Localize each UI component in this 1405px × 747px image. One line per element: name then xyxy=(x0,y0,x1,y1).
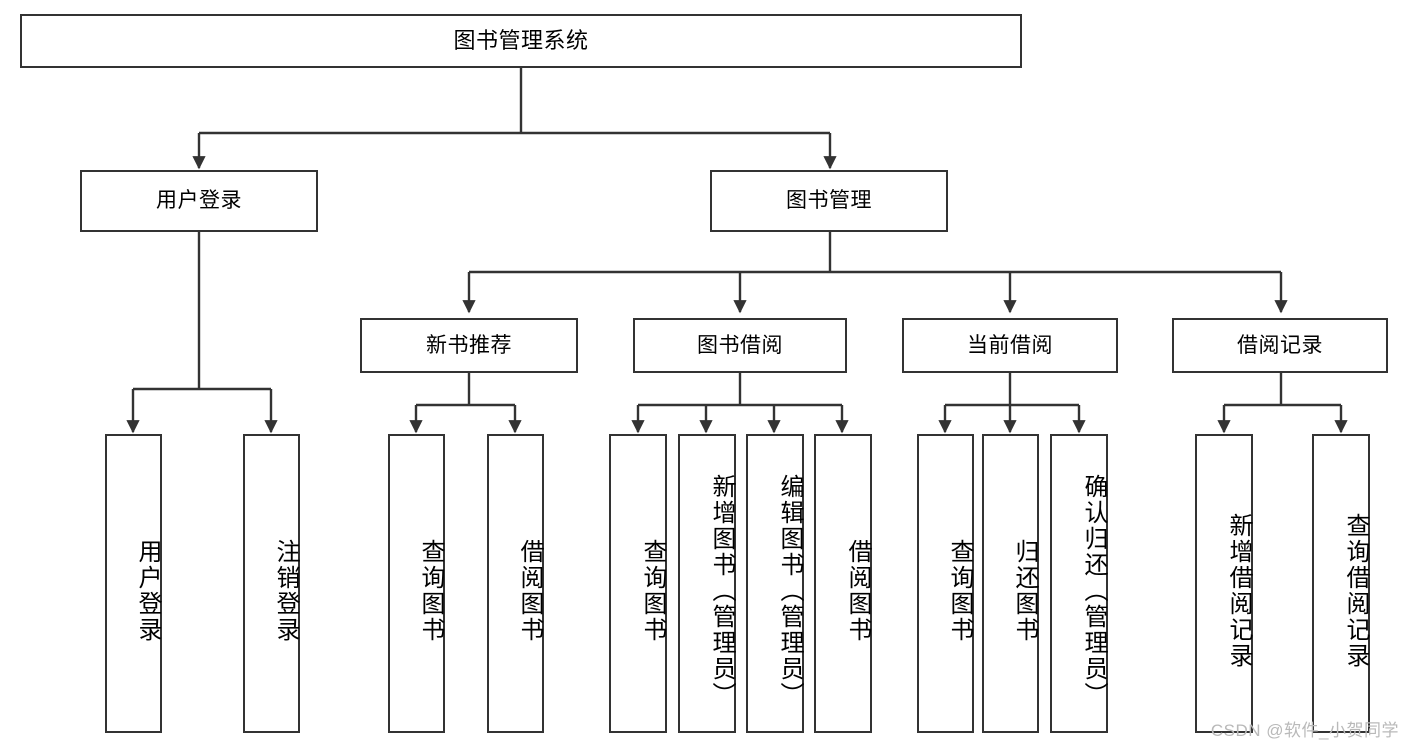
node-label: 编辑图书（管理员） xyxy=(776,473,803,708)
node-label: 当前借阅 xyxy=(967,333,1053,357)
node-label: 查询图书 xyxy=(946,538,973,643)
node-current-borrow[interactable]: 当前借阅 xyxy=(902,318,1118,373)
node-book-borrow[interactable]: 图书借阅 xyxy=(633,318,847,373)
node-leaf-confirm-return[interactable]: 确认归还（管理员） xyxy=(1050,434,1108,733)
node-label: 新增图书（管理员） xyxy=(708,473,735,708)
node-leaf-return-book[interactable]: 归还图书 xyxy=(982,434,1039,733)
node-label: 新书推荐 xyxy=(426,333,512,357)
node-leaf-borrow-book-1[interactable]: 借阅图书 xyxy=(487,434,544,733)
node-leaf-logout[interactable]: 注销登录 xyxy=(243,434,300,733)
node-label: 查询借阅记录 xyxy=(1342,512,1369,669)
node-book-manage[interactable]: 图书管理 xyxy=(710,170,948,232)
node-user-login[interactable]: 用户登录 xyxy=(80,170,318,232)
node-label: 新增借阅记录 xyxy=(1225,512,1252,669)
node-label: 借阅图书 xyxy=(516,538,543,643)
node-leaf-query-book-1[interactable]: 查询图书 xyxy=(388,434,445,733)
node-label: 查询图书 xyxy=(417,538,444,643)
node-leaf-add-record[interactable]: 新增借阅记录 xyxy=(1195,434,1253,733)
node-label: 查询图书 xyxy=(639,538,666,643)
node-label: 归还图书 xyxy=(1011,538,1038,643)
node-label: 注销登录 xyxy=(272,538,299,643)
node-new-book-recommend[interactable]: 新书推荐 xyxy=(360,318,578,373)
node-label: 借阅图书 xyxy=(844,538,871,643)
node-leaf-edit-book[interactable]: 编辑图书（管理员） xyxy=(746,434,804,733)
node-leaf-borrow-book-2[interactable]: 借阅图书 xyxy=(814,434,872,733)
node-label: 用户登录 xyxy=(134,538,161,643)
node-borrow-record[interactable]: 借阅记录 xyxy=(1172,318,1388,373)
node-label: 借阅记录 xyxy=(1237,333,1323,357)
node-label: 确认归还（管理员） xyxy=(1080,473,1107,708)
node-label: 图书管理 xyxy=(786,189,872,213)
node-leaf-add-book[interactable]: 新增图书（管理员） xyxy=(678,434,736,733)
node-leaf-query-book-3[interactable]: 查询图书 xyxy=(917,434,974,733)
node-leaf-user-login[interactable]: 用户登录 xyxy=(105,434,162,733)
node-label: 图书借阅 xyxy=(697,333,783,357)
node-root-system[interactable]: 图书管理系统 xyxy=(20,14,1022,68)
node-leaf-query-record[interactable]: 查询借阅记录 xyxy=(1312,434,1370,733)
node-label: 用户登录 xyxy=(156,189,242,213)
node-leaf-query-book-2[interactable]: 查询图书 xyxy=(609,434,667,733)
node-label: 图书管理系统 xyxy=(453,27,589,53)
